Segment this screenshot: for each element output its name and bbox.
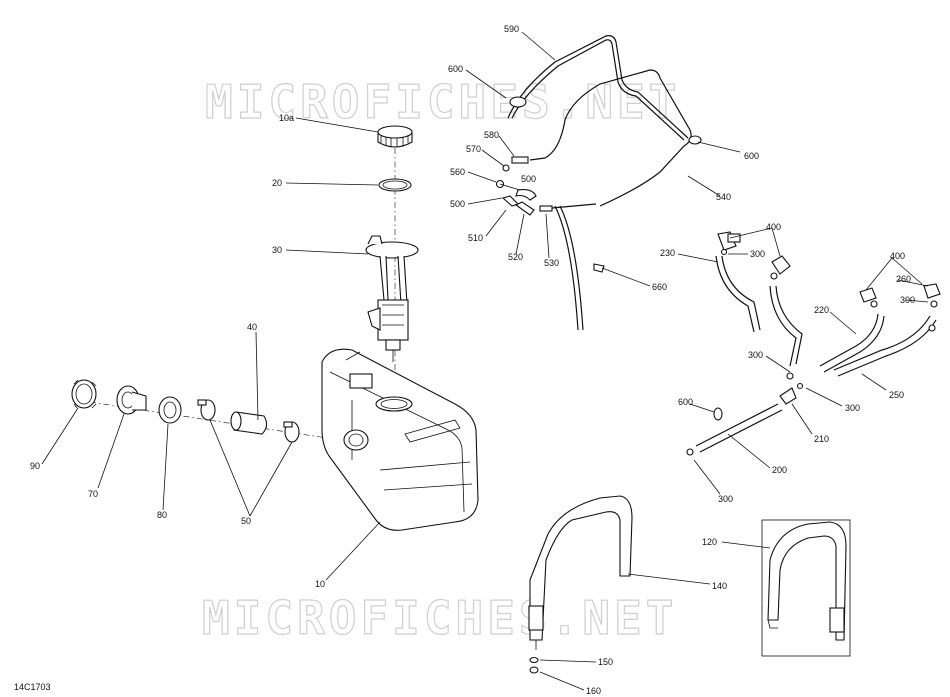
label-250: 250	[889, 390, 904, 400]
washer-150	[529, 656, 539, 664]
part-labels: 590 600 10a 580 570 600 560 500 500 540 …	[30, 24, 915, 696]
label-230: 230	[660, 248, 675, 258]
label-500-upper: 500	[521, 174, 536, 184]
label-40: 40	[247, 322, 257, 332]
watermark-top: MICROFICHES.NET	[205, 75, 680, 129]
vent-tube-590	[507, 35, 689, 141]
label-10: 10	[315, 579, 325, 589]
label-520: 520	[508, 252, 523, 262]
label-560: 560	[450, 167, 465, 177]
diagram-code: 14C1703	[14, 682, 51, 692]
clip-660	[593, 263, 605, 273]
clamp-50-left	[197, 399, 216, 421]
label-300-right: 300	[900, 295, 915, 305]
fuel-tank-10	[321, 348, 479, 531]
label-70: 70	[88, 489, 98, 499]
fitting-400-left	[717, 231, 741, 251]
label-580: 580	[484, 130, 499, 140]
label-300-mid: 300	[748, 350, 763, 360]
label-140: 140	[712, 581, 727, 591]
label-10a: 10a	[279, 113, 294, 123]
label-90: 90	[30, 461, 40, 471]
label-80: 80	[157, 510, 167, 520]
clamps-300	[686, 248, 936, 456]
clip-600-right	[688, 135, 702, 145]
hose-220	[819, 313, 885, 373]
tank-strap-140	[528, 495, 633, 650]
filler-neck-70	[116, 385, 147, 415]
label-510: 510	[468, 233, 483, 243]
label-540: 540	[716, 192, 731, 202]
leader-lines	[41, 31, 929, 691]
label-660: 660	[652, 282, 667, 292]
hose-230	[715, 255, 761, 333]
label-500-lower: 500	[450, 199, 465, 209]
label-300-upper: 300	[750, 249, 765, 259]
label-600-top: 600	[448, 64, 463, 74]
label-120: 120	[702, 537, 717, 547]
tank-strap-120	[761, 519, 851, 657]
label-300-lower: 300	[718, 494, 733, 504]
label-260: 260	[896, 274, 911, 284]
fuel-pump-30	[365, 235, 419, 362]
tee-fitting-210	[779, 387, 797, 405]
fittings-400-right	[859, 283, 941, 308]
label-20: 20	[272, 178, 282, 188]
grommet-80	[158, 396, 182, 424]
clip-600-lower	[713, 407, 723, 421]
label-200: 200	[772, 465, 787, 475]
label-220: 220	[814, 305, 829, 315]
label-210: 210	[814, 434, 829, 444]
check-valve-fittings	[495, 156, 597, 216]
nut-160	[529, 666, 539, 674]
fuel-cap-90	[71, 379, 97, 409]
hose-200	[695, 403, 783, 453]
clip-600-upper	[509, 96, 527, 108]
filler-hose-40	[230, 411, 268, 435]
label-600-lower: 600	[678, 397, 693, 407]
label-400-right: 400	[890, 251, 905, 261]
label-570: 570	[466, 144, 481, 154]
label-150: 150	[598, 657, 613, 667]
vent-tube-540	[529, 69, 692, 331]
hose-mid	[769, 285, 803, 367]
label-590: 590	[504, 24, 519, 34]
label-600-right: 600	[744, 151, 759, 161]
lock-ring-10a	[377, 125, 413, 148]
fitting-400-mid	[770, 255, 791, 280]
label-160: 160	[586, 686, 601, 696]
label-300-tee: 300	[845, 403, 860, 413]
clamp-50-right	[283, 421, 300, 443]
seal-ring-20	[378, 178, 412, 192]
hose-250	[833, 315, 937, 377]
label-530: 530	[544, 258, 559, 268]
label-50: 50	[241, 516, 251, 526]
label-400-left: 400	[766, 222, 781, 232]
label-30: 30	[272, 245, 282, 255]
watermark-bottom: MICROFICHES.NET	[202, 591, 677, 645]
